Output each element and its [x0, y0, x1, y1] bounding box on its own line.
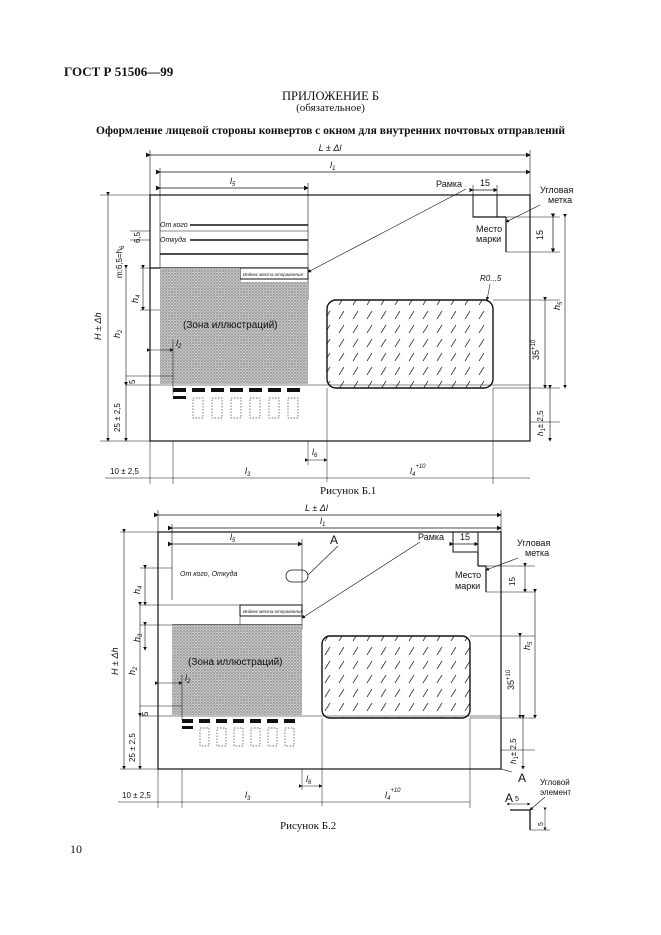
- label-corner-2: метка: [548, 195, 572, 205]
- dim-10: 10 ± 2,5: [110, 467, 139, 476]
- caption-b1: Рисунок Б.1: [320, 485, 376, 497]
- text-fromto: От кого, Откуда: [180, 570, 238, 578]
- illustration-zone: [160, 282, 308, 384]
- detail-A: A: [505, 791, 513, 805]
- dim-15-v-2: 15: [508, 577, 517, 586]
- index-digit-boxes-2: [199, 727, 295, 747]
- dim-l5-2: l5: [230, 532, 236, 544]
- dim-15-top: 15: [480, 178, 490, 188]
- label-corner-1: Угловая: [540, 185, 573, 195]
- figure-b2: L ± Δl l1 l5 A Рамка 15 Угловая метка Ме…: [110, 503, 571, 832]
- label-detail-1: Угловой: [540, 778, 570, 787]
- dim-l2: l2: [176, 338, 182, 350]
- label-corner-1-2: Угловая: [517, 538, 550, 548]
- label-zone: (Зона иллюстраций): [183, 320, 277, 331]
- section-title: Оформление лицевой стороны конвертов с о…: [96, 125, 565, 137]
- dim-l6-2: l6: [306, 774, 312, 786]
- index-bars-2: [182, 719, 295, 729]
- text-index: Индекс места отправления: [243, 272, 303, 277]
- caption-b2: Рисунок Б.2: [280, 820, 336, 832]
- dim-5: 5: [128, 379, 137, 384]
- envelope-outline: [149, 194, 531, 442]
- label-frame-2: Рамка: [418, 532, 444, 542]
- dim-h4: h4: [130, 294, 142, 303]
- label-radius: R0...5: [480, 274, 502, 283]
- label-frame: Рамка: [436, 179, 462, 189]
- dim-h1: h1± 2,5: [536, 410, 547, 436]
- dim-l3: l3: [245, 466, 251, 478]
- mark-A-2: A: [518, 771, 526, 785]
- dim-l6: l6: [312, 447, 318, 459]
- address-window-2: [321, 635, 471, 719]
- dim-h2-2: h2: [127, 666, 139, 675]
- appendix-status: (обязательное): [296, 102, 365, 115]
- dim-h5-2: h5: [522, 641, 534, 650]
- dim-L-2: L ± Δl: [305, 503, 329, 513]
- page-number: 10: [70, 842, 82, 856]
- dim-l5: l5: [230, 176, 236, 188]
- label-detail-2: элемент: [540, 788, 571, 797]
- dim-l3-2: l3: [245, 790, 251, 802]
- dim-10-2: 10 ± 2,5: [122, 791, 151, 800]
- dim-h3: h3: [132, 633, 144, 642]
- text-index-2: Индекс места отправления: [243, 609, 303, 614]
- label-place-2-2: марки: [455, 581, 480, 591]
- dim-25: 25 ± 2,5: [113, 403, 122, 432]
- envelope-outline-2: [157, 531, 502, 770]
- dim-35-2: 35+10: [506, 669, 516, 690]
- dim-h2: h2: [112, 329, 124, 338]
- dim-25-2: 25 ± 2,5: [128, 733, 137, 762]
- dim-5-2: 5: [141, 711, 150, 716]
- dim-m: m:6,5=h6: [115, 245, 126, 278]
- dim-h1-2: h1± 2,5: [509, 738, 520, 764]
- dim-h4-2: h4: [132, 585, 144, 594]
- dim-l1-2: l1: [320, 516, 325, 528]
- dim-l4-2: l4+10: [385, 788, 401, 802]
- dim-H: H ± Δh: [93, 313, 103, 340]
- dim-5-detail-a: 5: [515, 796, 519, 803]
- dim-H-2: H ± Δh: [110, 648, 120, 675]
- dim-35: 35+10: [531, 339, 541, 360]
- appendix-title: ПРИЛОЖЕНИЕ Б: [281, 89, 380, 103]
- appendix-heading: ПРИЛОЖЕНИЕ Б (обязательное): [0, 89, 661, 115]
- dim-L: L ± Δl: [319, 143, 343, 153]
- dim-l2-2: l2: [185, 673, 191, 685]
- document-header: ГОСТ Р 51506—99: [64, 64, 174, 79]
- index-bars: [173, 388, 300, 399]
- dim-15-top-2: 15: [460, 532, 470, 542]
- label-zone-2: (Зона иллюстраций): [188, 657, 282, 668]
- text-to: Откуда: [160, 236, 186, 244]
- address-window: [326, 299, 494, 389]
- mark-A: A: [330, 533, 338, 547]
- index-digit-boxes: [192, 397, 299, 419]
- text-from: От кого: [160, 222, 188, 229]
- dim-l4: l4+10: [410, 464, 426, 478]
- dim-15-v: 15: [535, 230, 545, 240]
- label-place-1: Место: [476, 224, 502, 234]
- dim-l1: l1: [330, 160, 335, 172]
- illustration-zone-2: [172, 625, 302, 715]
- dim-h5: h5: [552, 301, 564, 310]
- dim-5-detail-b: 5: [538, 822, 545, 826]
- label-place-1-2: Место: [455, 570, 481, 580]
- dim-6-5: 6,5: [133, 231, 142, 243]
- label-place-2: марки: [476, 234, 501, 244]
- label-corner-2-2: метка: [525, 548, 549, 558]
